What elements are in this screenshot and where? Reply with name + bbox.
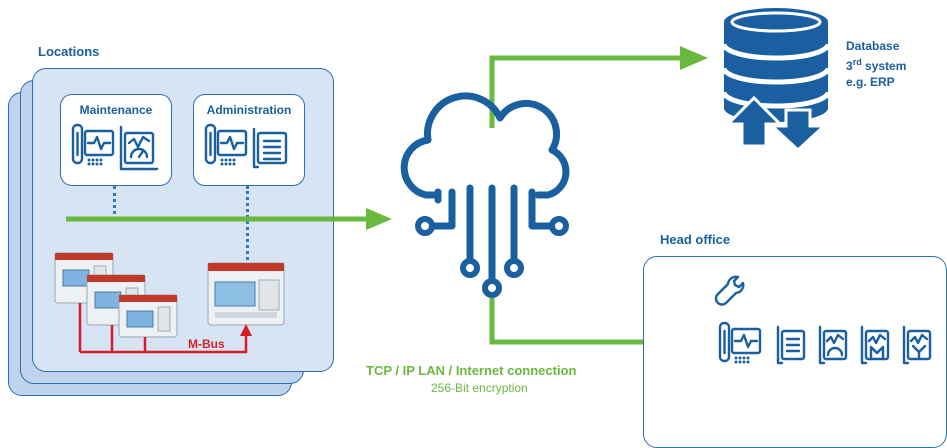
- locations-title: Locations: [38, 44, 100, 59]
- administration-connector: [246, 186, 249, 266]
- administration-label: Administration: [206, 103, 292, 117]
- database-label-line2-suffix: system: [865, 59, 907, 73]
- upload-arrow-icon: [724, 95, 784, 148]
- database-label: Database 3rd system e.g. ERP: [846, 38, 906, 90]
- locations-devices: [54, 8, 831, 354]
- cloud-network-nodes: [415, 216, 569, 298]
- maintenance-icons: [71, 123, 159, 171]
- maintenance-label: Maintenance: [79, 103, 153, 117]
- administration-card[interactable]: Administration: [193, 94, 305, 186]
- wrench-icon: [714, 275, 745, 306]
- download-arrow-icon: [768, 108, 828, 153]
- maintenance-connector: [113, 186, 116, 220]
- database-label-line2: 3rd system: [846, 54, 906, 74]
- maintenance-card[interactable]: Maintenance: [60, 94, 172, 186]
- m-bus-arrowhead: [240, 324, 252, 336]
- database-icon: [721, 8, 831, 122]
- m-bus-label: M-Bus: [188, 337, 225, 351]
- energy-meter-device-3: [118, 294, 178, 338]
- meter-terminal-icon: [204, 123, 248, 166]
- yearly-report-icon: [902, 325, 932, 365]
- gateway-device: [207, 262, 285, 326]
- report-chart-icon: [818, 325, 848, 365]
- head-office-title: Head office: [660, 232, 731, 247]
- database-label-line2-prefix: 3: [846, 59, 853, 73]
- document-list-icon: [252, 127, 288, 169]
- head-office-panel: [643, 256, 947, 448]
- connection-label: TCP / IP LAN / Internet connection: [366, 363, 577, 378]
- administration-icons: [204, 123, 288, 169]
- cloud-network-icon: [400, 92, 570, 286]
- head-office-icons: [714, 275, 932, 365]
- database-label-line3: e.g. ERP: [846, 75, 895, 89]
- document-list-icon: [776, 325, 806, 365]
- arrow-to-cloud: [366, 208, 392, 230]
- m-bus-wiring: [78, 303, 248, 354]
- encryption-label: 256-Bit encryption: [431, 381, 528, 395]
- monthly-report-icon: [860, 325, 890, 365]
- meter-terminal-icon: [71, 123, 115, 166]
- report-chart-icon: [119, 125, 159, 171]
- meter-terminal-icon: [718, 321, 762, 364]
- database-label-line2-sup: rd: [852, 57, 862, 67]
- arrow-to-database: [680, 46, 708, 70]
- database-label-line1: Database: [846, 39, 900, 53]
